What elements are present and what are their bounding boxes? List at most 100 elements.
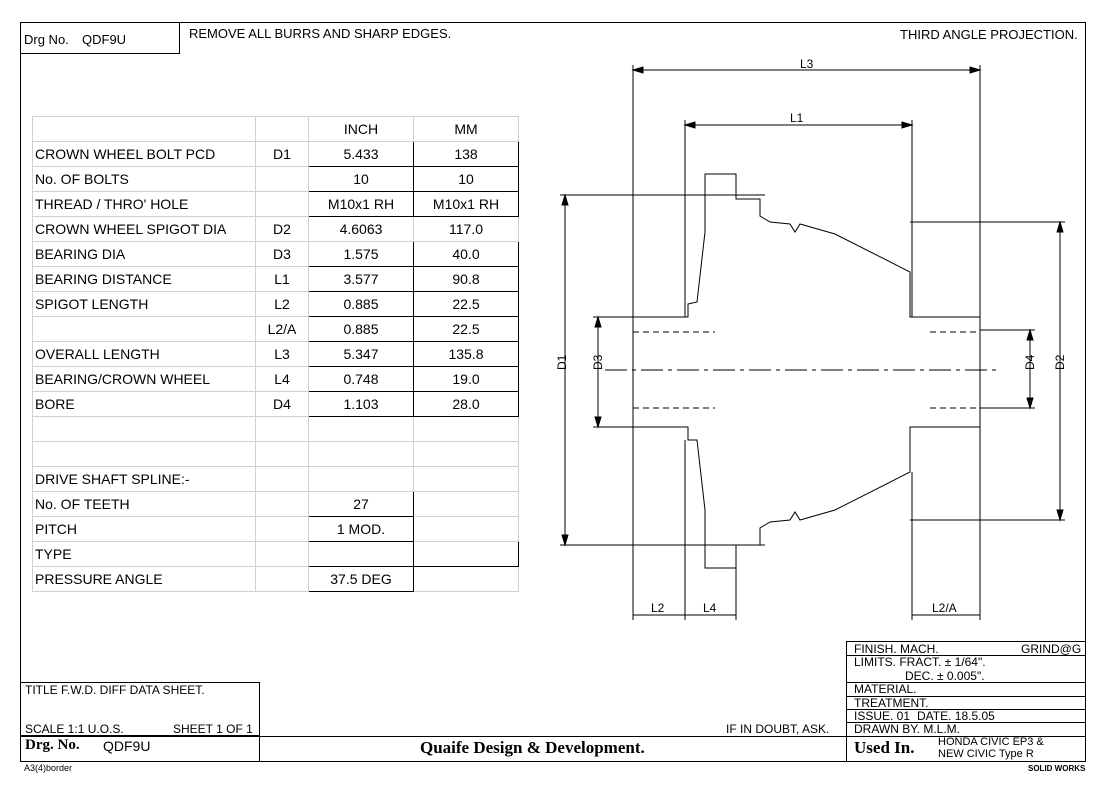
row-symbol: L3 <box>255 341 309 367</box>
table-row: THREAD / THRO' HOLE M10x1 RH M10x1 RH <box>32 191 519 217</box>
row-symbol: L2/A <box>255 316 309 342</box>
dim-label-d4: D4 <box>1023 354 1037 370</box>
row-inch-value: 5.347 <box>308 341 414 367</box>
dim-label-l4: L4 <box>703 601 717 615</box>
row-mm-value: 28.0 <box>413 391 519 417</box>
column-header-inch: INCH <box>308 116 414 142</box>
differential-section-drawing: L3 L1 D1 D3 D4 D2 L2 L4 L2/A <box>555 57 1067 620</box>
row-symbol <box>255 191 309 217</box>
row-name <box>32 316 256 342</box>
drg-number-label: Drg. No. <box>25 737 80 753</box>
software-name: SOLID WORKS <box>1028 764 1086 773</box>
spline-row-value: 27 <box>308 491 414 517</box>
finish-label: FINISH. MACH. <box>854 642 939 656</box>
table-row: PITCH 1 MOD. <box>32 516 519 542</box>
spline-row-name: TYPE <box>32 541 256 567</box>
row-inch-value: 5.433 <box>308 141 414 167</box>
spline-row-value: 37.5 DEG <box>308 566 414 592</box>
row-inch-value: 0.748 <box>308 366 414 392</box>
row-mm-value: 40.0 <box>413 241 519 267</box>
table-row: No. OF BOLTS 10 10 <box>32 166 519 192</box>
row-mm-value: 117.0 <box>413 216 519 242</box>
issue-label: ISSUE. 01 <box>854 709 911 723</box>
used-in-line-1: HONDA CIVIC EP3 & <box>938 736 1044 748</box>
title-block-left <box>20 682 260 762</box>
header-note: REMOVE ALL BURRS AND SHARP EDGES. <box>189 26 452 41</box>
table-row: OVERALL LENGTH L3 5.347 135.8 <box>32 341 519 367</box>
header-drg-box <box>20 22 180 54</box>
row-mm-value: 135.8 <box>413 341 519 367</box>
table-row: PRESSURE ANGLE 37.5 DEG <box>32 566 519 592</box>
row-inch-value: 3.577 <box>308 266 414 292</box>
row-symbol: L1 <box>255 266 309 292</box>
row-mm-value: M10x1 RH <box>413 191 519 217</box>
drg-number-value: QDF9U <box>103 738 151 754</box>
border-name: A3(4)border <box>24 763 73 773</box>
table-row: No. OF TEETH 27 <box>32 491 519 517</box>
finish-value: GRIND@G <box>1021 642 1082 656</box>
row-inch-value: 4.6063 <box>308 216 414 242</box>
row-symbol: L2 <box>255 291 309 317</box>
row-symbol: D2 <box>255 216 309 242</box>
row-mm-value: 22.5 <box>413 316 519 342</box>
dim-label-d1: D1 <box>555 354 569 370</box>
company-name: Quaife Design & Development. <box>420 738 645 757</box>
row-inch-value: 1.575 <box>308 241 414 267</box>
dim-label-l1: L1 <box>790 111 804 125</box>
row-mm-value: 19.0 <box>413 366 519 392</box>
table-row: DRIVE SHAFT SPLINE:- <box>32 466 519 492</box>
table-row: TYPE <box>32 541 519 567</box>
row-name: BEARING DIA <box>32 241 256 267</box>
projection-note: THIRD ANGLE PROJECTION. <box>900 27 1078 42</box>
spline-row-name: No. OF TEETH <box>32 491 256 517</box>
table-row: CROWN WHEEL BOLT PCD D1 5.433 138 <box>32 141 519 167</box>
header-drg-label: Drg No. <box>24 32 69 47</box>
spline-heading: DRIVE SHAFT SPLINE:- <box>32 466 256 492</box>
spline-row-name: PRESSURE ANGLE <box>32 566 256 592</box>
limits-dec: DEC. ± 0.005". <box>905 669 985 683</box>
dim-label-l2a: L2/A <box>932 601 957 615</box>
dim-label-d3: D3 <box>591 354 605 370</box>
if-in-doubt-note: IF IN DOUBT, ASK. <box>726 722 830 736</box>
row-name: SPIGOT LENGTH <box>32 291 256 317</box>
table-row: BORE D4 1.103 28.0 <box>32 391 519 417</box>
dim-label-l3: L3 <box>800 57 814 71</box>
row-name: THREAD / THRO' HOLE <box>32 191 256 217</box>
header-drg-number: QDF9U <box>82 32 127 47</box>
row-name: OVERALL LENGTH <box>32 341 256 367</box>
row-inch-value: 10 <box>308 166 414 192</box>
row-inch-value: M10x1 RH <box>308 191 414 217</box>
row-name: CROWN WHEEL BOLT PCD <box>32 141 256 167</box>
table-row <box>32 416 519 442</box>
row-name: BEARING DISTANCE <box>32 266 256 292</box>
row-symbol: L4 <box>255 366 309 392</box>
treatment-label: TREATMENT. <box>854 696 929 710</box>
title-text: TITLE F.W.D. DIFF DATA SHEET. <box>25 683 205 697</box>
table-row: BEARING/CROWN WHEEL L4 0.748 19.0 <box>32 366 519 392</box>
dim-label-l2: L2 <box>651 601 665 615</box>
sheet-text: SHEET 1 OF 1 <box>173 722 253 736</box>
row-mm-value: 22.5 <box>413 291 519 317</box>
limits-fract: LIMITS. FRACT. ± 1/64". <box>854 655 986 669</box>
table-header-row: INCH MM <box>32 116 519 142</box>
title-block-right <box>846 641 1086 762</box>
row-mm-value: 10 <box>413 166 519 192</box>
row-symbol <box>255 166 309 192</box>
row-inch-value: 0.885 <box>308 316 414 342</box>
table-row: CROWN WHEEL SPIGOT DIA D2 4.6063 117.0 <box>32 216 519 242</box>
row-name: BEARING/CROWN WHEEL <box>32 366 256 392</box>
table-row <box>32 441 519 467</box>
drawn-by-label: DRAWN BY. M.L.M. <box>854 722 961 736</box>
table-row: BEARING DIA D3 1.575 40.0 <box>32 241 519 267</box>
column-header-mm: MM <box>413 116 519 142</box>
material-label: MATERIAL. <box>854 682 917 696</box>
table-row: BEARING DISTANCE L1 3.577 90.8 <box>32 266 519 292</box>
table-row: SPIGOT LENGTH L2 0.885 22.5 <box>32 291 519 317</box>
used-in-label: Used In. <box>854 738 915 757</box>
row-symbol: D4 <box>255 391 309 417</box>
row-name: BORE <box>32 391 256 417</box>
date-label: DATE. 18.5.05 <box>917 709 995 723</box>
spline-row-value <box>308 541 414 567</box>
used-in-line-2: NEW CIVIC Type R <box>938 748 1034 760</box>
spline-row-name: PITCH <box>32 516 256 542</box>
